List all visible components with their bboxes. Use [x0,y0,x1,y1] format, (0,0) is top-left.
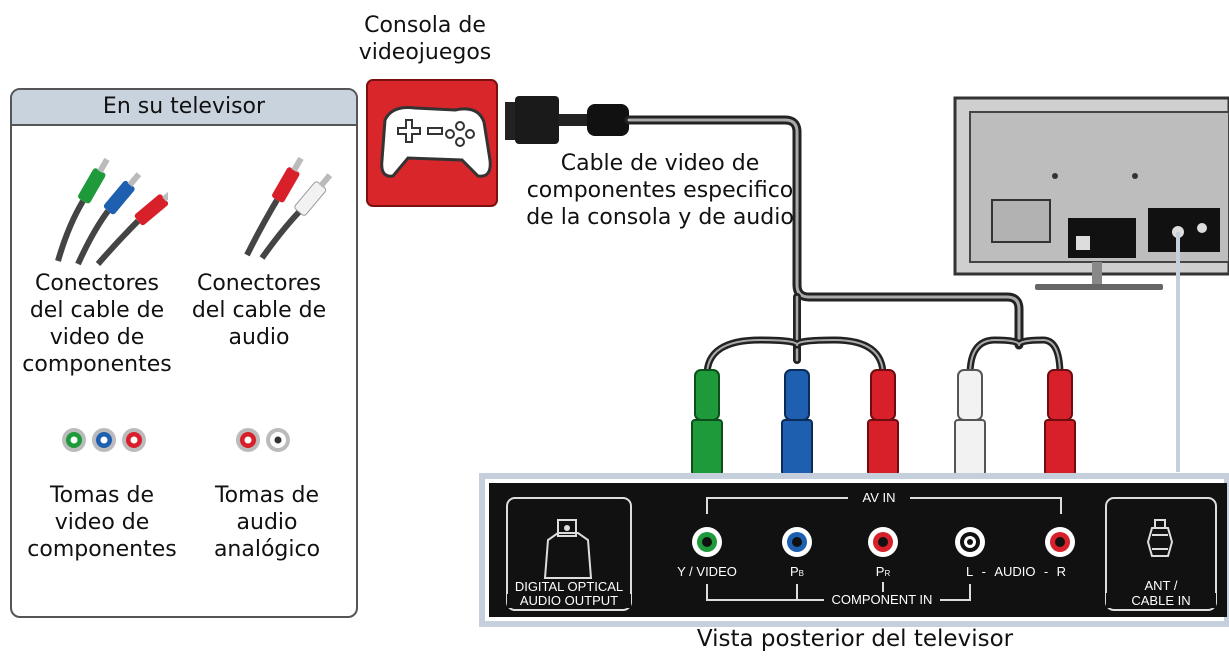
red-plug-pr [867,369,899,494]
y-video-label: Y / VIDEO [677,564,737,579]
component-jacks-icon [62,428,146,452]
jack-y-video[interactable] [692,527,722,557]
optical-port-icon [543,532,593,579]
jack-pb[interactable] [782,527,812,557]
av-in-label: AV IN [848,490,910,505]
component-jacks-label: Tomas de video de componentes [27,483,177,562]
av-cable [624,115,1064,379]
component-connectors-label: Conectores del cable de video de compone… [22,271,172,377]
cable-label: Cable de video de componentes especifico… [526,151,794,230]
component-in-label: COMPONENT IN [824,592,940,607]
pb-label: PB [789,564,804,579]
audio-jacks-label: Tomas de audio analógico [213,483,321,562]
legend-title: En su televisor [12,90,356,126]
component-in-bracket [706,582,971,601]
av-in-bracket [706,497,1062,514]
optical-label: DIGITAL OPTICAL AUDIO OUTPUT [507,580,631,608]
console-label: Consola de videojuegos [358,13,492,65]
tv-back-illustration [953,96,1229,290]
audio-label: L - AUDIO - R [966,564,1066,579]
tv-back-caption: Vista posterior del televisor [696,626,1014,652]
audio-connectors-icon [244,156,333,260]
green-plug [691,369,723,494]
coax-port-icon [1146,519,1174,557]
audio-jacks-icon [236,428,290,452]
legend-panel: En su televisor Conectores del cable de … [10,88,358,618]
console-plug [505,96,629,144]
pr-label: PR [875,564,891,579]
jack-pr[interactable] [868,527,898,557]
optical-section [506,497,632,611]
jack-audio-r[interactable] [1045,527,1075,557]
antenna-section [1105,497,1217,611]
ant-label: ANT / CABLE IN [1106,578,1216,608]
audio-connectors-label: Conectores del cable de audio [191,271,327,350]
game-console-icon [366,79,498,207]
jack-audio-l[interactable] [955,527,985,557]
component-connectors-icon [55,157,168,266]
